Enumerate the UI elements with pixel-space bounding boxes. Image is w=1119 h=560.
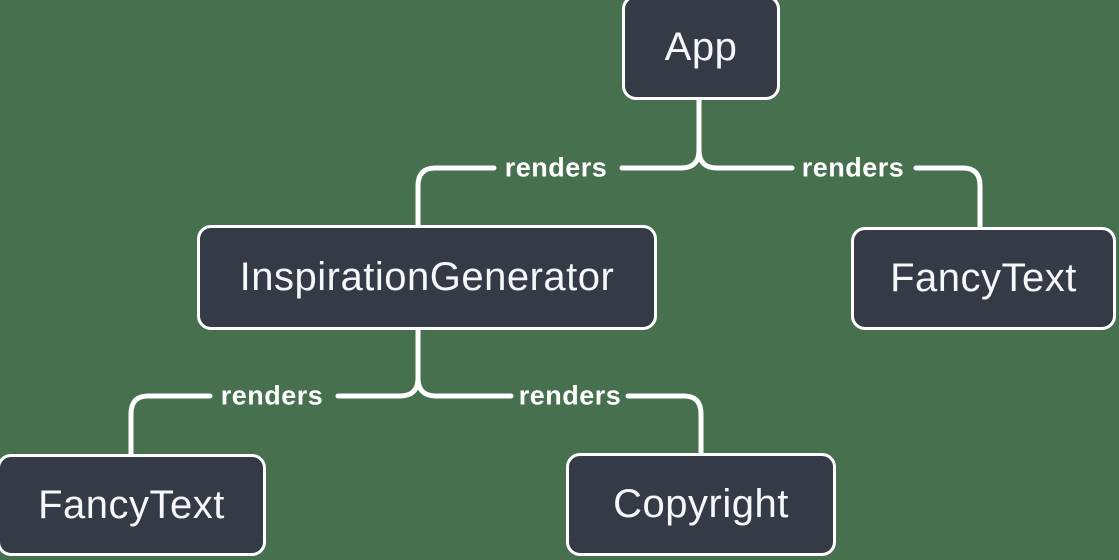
node-app-label: App xyxy=(664,25,738,69)
node-fancy-text-right-label: FancyText xyxy=(890,256,1077,300)
edge-inspiration-generator-to-copyright xyxy=(415,325,704,459)
edge-label-app-to-inspiration-generator: renders xyxy=(504,152,608,183)
node-fancy-text-right: FancyText xyxy=(851,227,1116,330)
node-inspiration-generator: InspirationGenerator xyxy=(197,225,657,330)
node-copyright-label: Copyright xyxy=(613,482,789,526)
edge-app-to-fancy-text xyxy=(696,95,983,233)
node-inspiration-generator-label: InspirationGenerator xyxy=(239,255,615,299)
node-app: App xyxy=(622,0,780,100)
node-copyright: Copyright xyxy=(566,453,836,556)
node-fancy-text-left-label: FancyText xyxy=(38,482,225,527)
edge-label-app-to-fancy-text: renders xyxy=(801,152,905,183)
edge-label-inspiration-generator-to-fancy-text: renders xyxy=(220,380,324,411)
edge-label-inspiration-generator-to-copyright: renders xyxy=(518,380,622,411)
node-fancy-text-left: FancyText xyxy=(0,454,266,556)
